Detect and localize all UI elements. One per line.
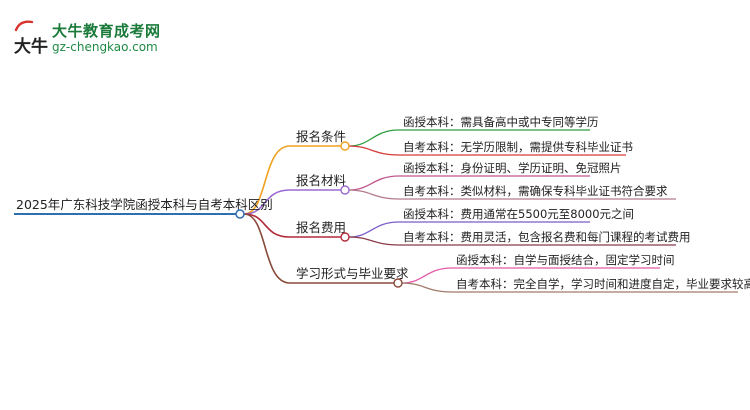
leaf-link — [348, 236, 400, 246]
leaf-label: 函授本科：自学与面授结合，固定学习时间 — [456, 253, 675, 267]
branch-label: 报名材料 — [296, 173, 347, 188]
branch-link — [243, 213, 291, 238]
branch-node[interactable] — [340, 141, 350, 151]
leaf-link — [401, 282, 453, 293]
leaf-label: 自考本科：类似材料，需确保专科毕业证书符合要求 — [403, 184, 668, 198]
branch-node[interactable] — [340, 185, 350, 195]
logo-title: 大牛教育成考网 — [52, 22, 161, 40]
leaf-link — [348, 145, 400, 156]
leaf-label: 自考本科：无学历限制，需提供专科毕业证书 — [403, 140, 633, 154]
leaf-link — [348, 175, 400, 191]
branch-node[interactable] — [340, 232, 350, 242]
branch-label: 报名费用 — [296, 220, 346, 235]
root-label: 2025年广东科技学院函授本科与自考本科区别 — [16, 197, 273, 212]
logo-url: gz-chengkao.com — [52, 40, 158, 54]
logo: 大牛 大牛教育成考网 gz-chengkao.com — [10, 16, 200, 60]
leaf-label: 自考本科：完全自学，学习时间和进度自定，毕业要求较高 — [456, 277, 750, 291]
leaf-label: 函授本科：费用通常在5500元至8000元之间 — [403, 207, 634, 221]
leaf-label: 函授本科：需具备高中或中专同等学历 — [403, 115, 599, 129]
leaf-label: 函授本科：身份证明、学历证明、免冠照片 — [403, 161, 622, 175]
leaf-link — [348, 221, 400, 238]
leaf-label: 自考本科：费用灵活，包含报名费和每门课程的考试费用 — [403, 230, 691, 244]
branch-link — [243, 213, 291, 284]
branch-node[interactable] — [393, 278, 403, 288]
mindmap-nodes: 2025年广东科技学院函授本科与自考本科区别 报名条件 函授本科：需具备高中或中专同… — [16, 115, 750, 291]
mindmap-links — [14, 129, 738, 293]
branch-label: 报名条件 — [296, 129, 346, 144]
branch-label: 学习形式与毕业要求 — [296, 266, 409, 281]
logo-mark-icon: 大牛 — [14, 20, 48, 57]
root-node[interactable] — [235, 209, 245, 219]
leaf-link — [401, 267, 453, 284]
logo-mark-text: 大牛 — [14, 36, 48, 57]
branch-link — [243, 145, 291, 215]
branch-link — [243, 189, 291, 215]
leaf-link — [348, 129, 400, 147]
leaf-link — [348, 189, 400, 200]
